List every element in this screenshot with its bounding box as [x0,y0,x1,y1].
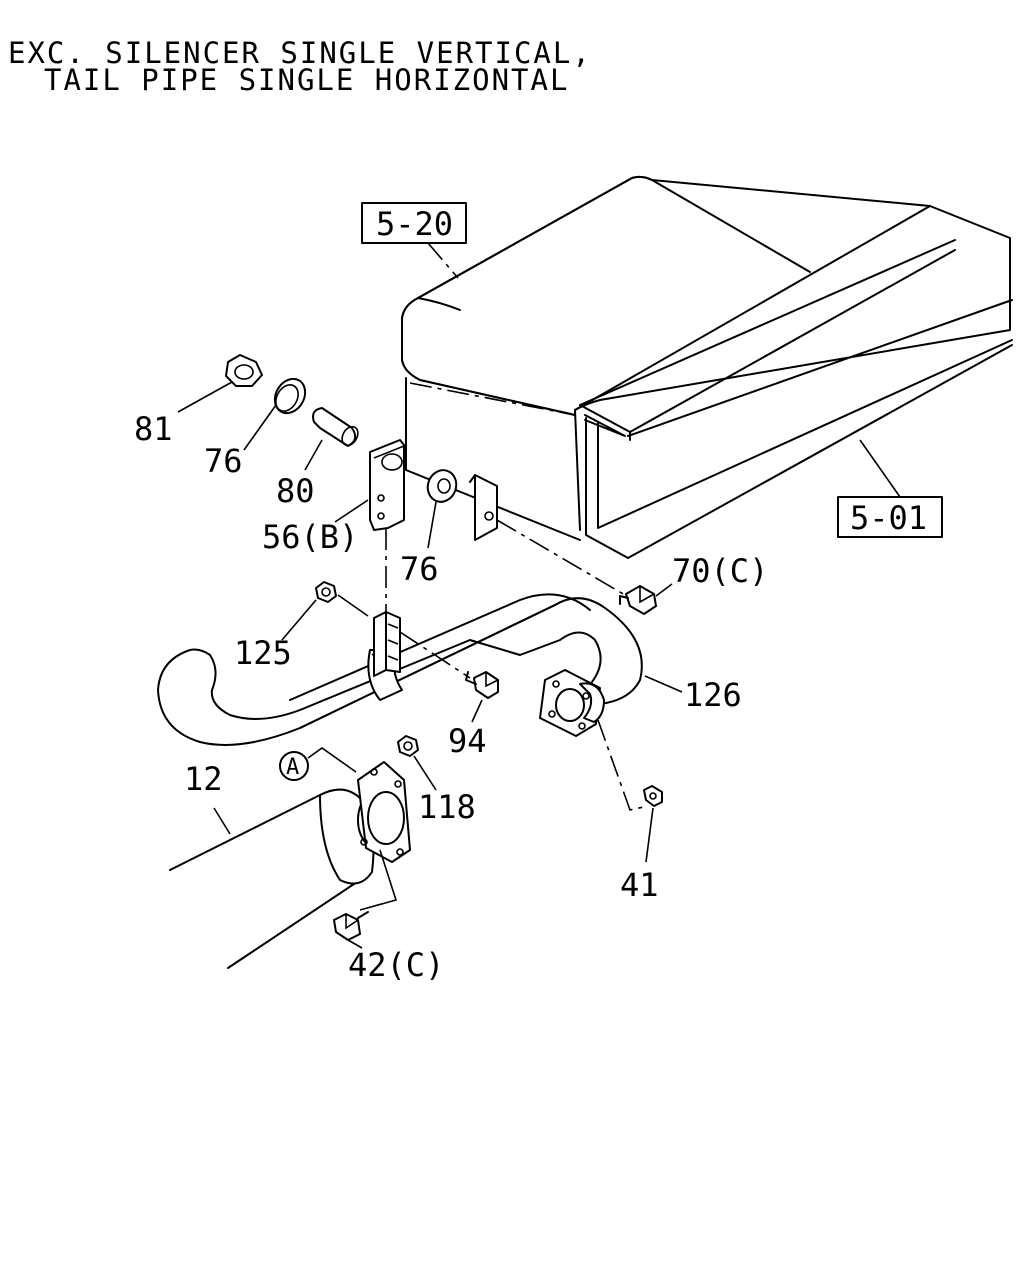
part-126-tail-pipe [157,593,683,746]
ref-box-5-01 [837,496,943,538]
label-41: 41 [620,866,659,904]
part-12-silencer [169,761,411,969]
part-118-nut [397,735,437,791]
part-94-bolt [399,631,499,723]
label-80: 80 [276,472,315,510]
part-41-nut [597,719,663,863]
label-42c: 42(C) [348,946,444,984]
ref-box-5-20 [361,202,467,244]
part-76-bushing-upper [243,377,307,451]
label-70c: 70(C) [672,552,768,590]
diagram-title-line2: TAIL PIPE SINGLE HORIZONTAL [44,63,569,97]
label-81: 81 [134,410,173,448]
part-125-nut [281,581,369,641]
part-80-sleeve [304,407,359,471]
ref-label-5-20: 5-20 [376,205,453,243]
frame-tank-drawing [361,175,1013,596]
part-81-nut [177,354,263,413]
circle-a-reference [279,747,357,781]
label-76-upper: 76 [204,442,243,480]
part-56b-bracket [334,439,405,620]
label-76-lower: 76 [400,550,439,588]
label-94: 94 [448,722,487,760]
label-118: 118 [418,788,476,826]
diagram-title-line1: EXC. SILENCER SINGLE VERTICAL, [8,36,592,70]
label-12: 12 [184,760,223,798]
circle-a-label: A [286,755,299,780]
label-126: 126 [684,676,742,714]
label-125: 125 [234,634,292,672]
part-70c-bolt [619,583,673,615]
label-56b: 56(B) [262,518,358,556]
part-76-bushing-lower [426,469,458,549]
part-42c-bolt [333,849,398,949]
ref-label-5-01: 5-01 [850,499,927,537]
